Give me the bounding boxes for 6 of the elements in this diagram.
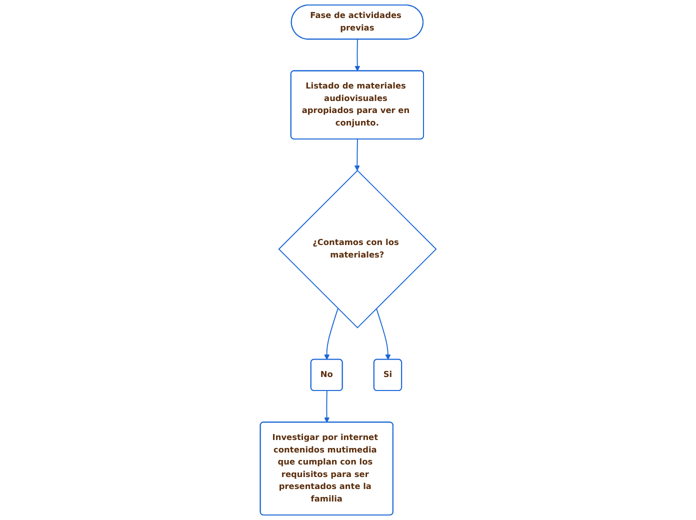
arrow (324, 308, 338, 360)
node-diamond: ¿Contamos con los materiales? (278, 170, 437, 328)
arrow (324, 390, 330, 423)
arrow (354, 138, 360, 171)
arrow (376, 308, 391, 360)
arrow (354, 39, 360, 72)
